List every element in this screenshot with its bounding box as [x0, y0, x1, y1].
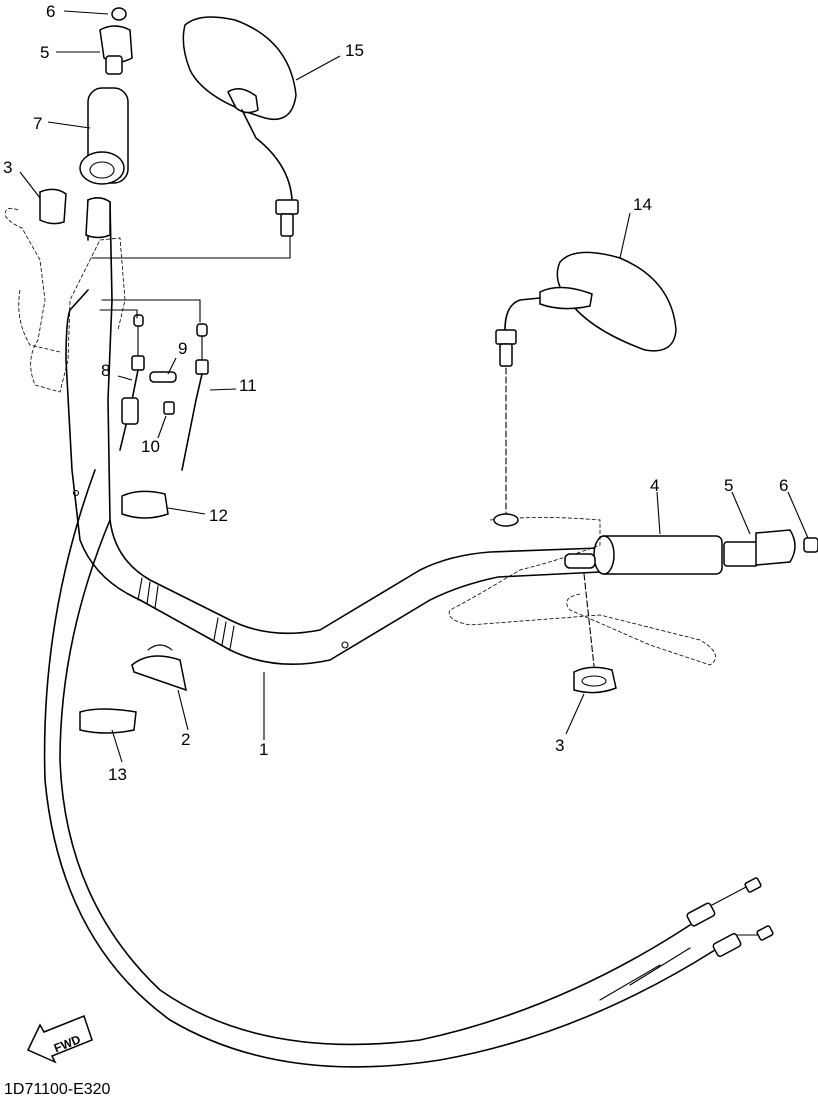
callout-14: 14 — [633, 195, 652, 214]
callout-3-right: 3 — [555, 736, 564, 755]
callout-10: 10 — [141, 437, 160, 456]
right-mirror — [495, 251, 677, 521]
clamp-2 — [131, 655, 187, 692]
cable-clamp-9 — [149, 371, 177, 383]
right-grip — [597, 535, 723, 575]
callout-2: 2 — [181, 730, 190, 749]
callout-5-left: 5 — [40, 43, 49, 62]
fwd-arrow-icon: FWD — [26, 1015, 93, 1064]
callout-15: 15 — [345, 41, 364, 60]
leader-lines — [19, 10, 809, 763]
cables — [43, 469, 774, 1068]
cable-guide-12 — [121, 490, 169, 519]
callout-3-left: 3 — [3, 158, 12, 177]
right-grip-assembly — [448, 513, 818, 666]
right-bar-end-screw — [803, 537, 818, 553]
left-bar-end-screw — [111, 7, 127, 21]
right-lever-holder — [573, 573, 617, 694]
callout-1: 1 — [259, 740, 268, 759]
callout-8: 8 — [101, 361, 110, 380]
screw-10 — [163, 401, 175, 415]
left-grip-assembly — [39, 7, 133, 239]
callout-6-left: 6 — [46, 2, 55, 21]
small-cables — [99, 299, 209, 471]
cable-guides — [79, 490, 187, 734]
left-lever-holder — [39, 188, 67, 225]
callout-12: 12 — [209, 506, 228, 525]
right-bar-end — [755, 529, 796, 566]
callout-11: 11 — [239, 376, 257, 395]
diagram-code: 1D71100-E320 — [4, 1081, 111, 1098]
callout-6-right: 6 — [779, 476, 788, 495]
cable-guide-13 — [79, 708, 137, 734]
handlebar — [65, 197, 601, 666]
callout-5-right: 5 — [724, 476, 733, 495]
callout-9: 9 — [178, 339, 187, 358]
callout-7: 7 — [33, 114, 42, 133]
callout-13: 13 — [108, 765, 127, 784]
left-mirror — [91, 16, 299, 259]
callout-4: 4 — [650, 476, 659, 495]
left-lever-housing-ghost — [4, 207, 126, 393]
